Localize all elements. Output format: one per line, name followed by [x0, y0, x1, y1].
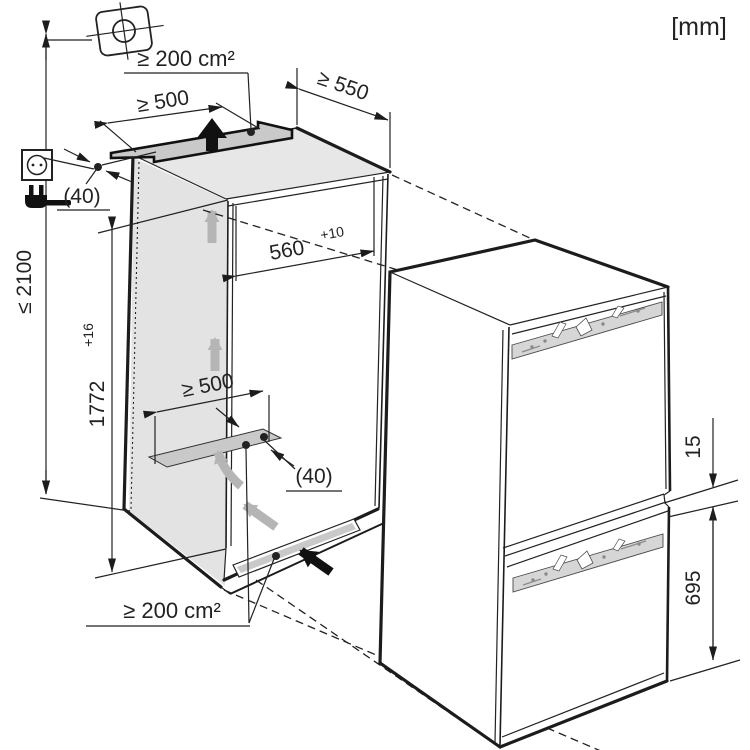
upper-door-right-edge — [666, 286, 672, 492]
dim-top-vent-area: ≥ 200 cm² — [124, 46, 255, 136]
appliance-bottom-front-edge — [498, 679, 669, 749]
guide-top — [391, 174, 533, 240]
niche-opening-right-inner — [374, 175, 384, 507]
top-vent-airflow-arrow-icon — [197, 118, 227, 151]
lower-door-top-edge — [506, 510, 669, 568]
niche-top-front-edge — [132, 154, 227, 200]
floor-rear-gap-label: (40) — [295, 465, 332, 488]
niche-width-value: 560 — [268, 236, 307, 265]
niche-left-wall — [129, 158, 228, 586]
leader-dot — [272, 552, 280, 560]
leader-dot — [260, 433, 268, 441]
mains-plug-icon — [25, 185, 71, 208]
niche-opening-right-edge — [378, 173, 389, 509]
lower-door-right-edge — [665, 506, 671, 682]
top-vent-area-label: ≥ 200 cm² — [137, 46, 235, 71]
plinth-airflow-arrow-icon — [298, 547, 334, 576]
door-mounting-bracket-lower — [512, 533, 664, 593]
plinth-vent-area-label: ≥ 200 cm² — [123, 598, 221, 623]
airflow-curved-arrow-icon — [213, 450, 244, 490]
upper-door-bottom-inner — [504, 501, 667, 557]
leader-dot — [94, 163, 102, 171]
niche-bottom-left-edge — [122, 507, 223, 589]
floor-rear-vent-strip — [147, 428, 283, 468]
niche-outer-left-edge — [122, 153, 135, 511]
door-top-edge — [509, 286, 669, 326]
dim-overall-height: ≤ 2100 — [13, 20, 131, 512]
door-gap-step — [663, 490, 671, 508]
niche-cabinet — [109, 118, 392, 595]
airflow-diagonal-arrow-icon — [242, 501, 279, 531]
niche-height-value: 1772 — [86, 381, 109, 428]
dim-plinth-vent-area: ≥ 200 cm² — [86, 448, 280, 627]
niche-depth-label: ≥ 550 — [315, 66, 372, 105]
door-left-inner-edge — [494, 329, 504, 744]
lower-door-height-label: 695 — [682, 570, 705, 605]
dim-lower-door-height: 695 — [669, 506, 741, 682]
guide-ceiling — [202, 209, 415, 276]
dim-niche-height: 1772 +16 — [80, 199, 229, 579]
appliance-top-front-left-edge — [389, 271, 511, 326]
upper-door-bottom-edge — [502, 493, 665, 549]
dim-niche-width: 560 +10 — [222, 177, 375, 283]
door-mounting-bracket-upper — [511, 301, 663, 360]
plinth-vent-grille — [237, 523, 356, 573]
leader-dot — [242, 441, 250, 449]
dim-floor-rear-gap: (40) — [215, 407, 342, 492]
dim-door-gap: 15 — [663, 418, 739, 518]
niche-opening-top-inner-edge — [227, 178, 389, 207]
upper-door-right-inner — [663, 291, 667, 490]
overall-height-label: ≤ 2100 — [13, 250, 36, 314]
niche-top-right-edge — [295, 126, 392, 174]
dim-top-rear-gap: (40) — [43, 148, 157, 211]
appliance-front-face — [500, 287, 670, 747]
door-left-edge — [499, 326, 510, 746]
appliance — [378, 238, 672, 749]
units-label: [mm] — [671, 13, 727, 41]
annotations: [mm] ≤ 2100 — [13, 2, 741, 682]
niche-height-tolerance: +16 — [80, 323, 96, 347]
leader-dot — [247, 128, 255, 136]
appliance-left-face — [380, 272, 510, 747]
ceiling-datum-icon — [86, 2, 164, 60]
top-vent-cutout — [109, 120, 294, 164]
door-gap-label: 15 — [682, 435, 705, 458]
door-bottom-inner-edge — [501, 672, 665, 738]
top-rear-gap-label: (40) — [63, 185, 100, 208]
niche-width-tolerance: +10 — [319, 223, 345, 243]
airflow-arrows — [204, 209, 279, 531]
appliance-bottom-left-edge — [378, 661, 502, 749]
niche-opening-top-edge — [225, 171, 391, 200]
appliance-top-face — [390, 240, 668, 325]
appliance-outline — [378, 238, 670, 665]
door-top-inner-edge — [511, 295, 667, 335]
floor-left-corner — [223, 547, 227, 581]
mains-socket-icon — [21, 149, 53, 181]
